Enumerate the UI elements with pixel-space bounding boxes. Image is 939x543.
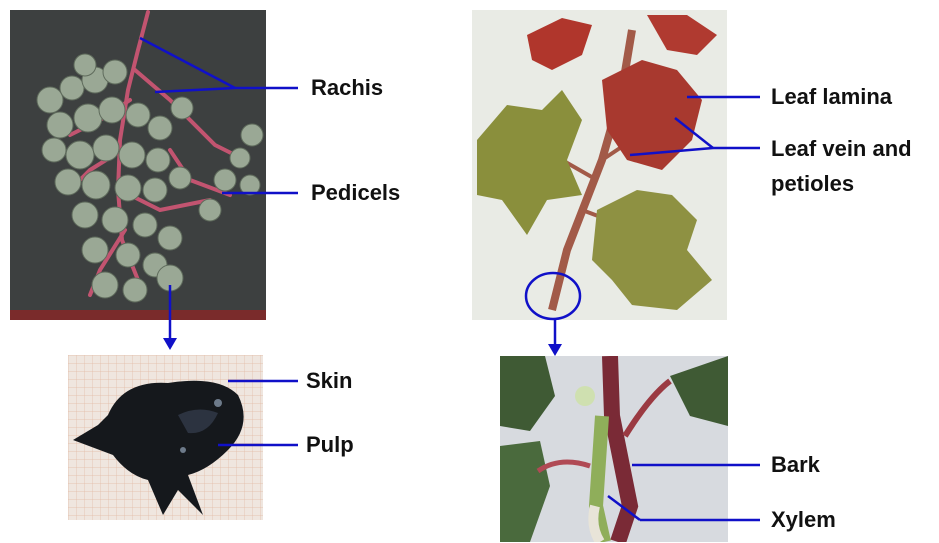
- shoot-section-illustration: [500, 356, 728, 542]
- pedicels-label: Pedicels: [311, 179, 400, 207]
- shoot-cross-section-photo: [500, 356, 728, 542]
- leaf-lamina-label: Leaf lamina: [771, 83, 892, 111]
- shoot-arrowhead: [548, 344, 562, 356]
- xylem-label: Xylem: [771, 506, 836, 534]
- grape-cluster-illustration: [10, 10, 266, 320]
- leaf-vein-label-line1: Leaf vein and: [771, 135, 912, 163]
- grapevine-shoot-photo: [472, 10, 727, 320]
- grape-berry-illustration: [68, 355, 263, 520]
- grapevine-shoot-illustration: [472, 10, 727, 320]
- leaf-vein-label-line2: petioles: [771, 170, 854, 198]
- pulp-label: Pulp: [306, 431, 354, 459]
- grape-cluster-photo: [10, 10, 266, 320]
- bark-label: Bark: [771, 451, 820, 479]
- grape-arrowhead: [163, 338, 177, 350]
- grape-berry-dissected-photo: [68, 355, 263, 520]
- skin-label: Skin: [306, 367, 352, 395]
- rachis-label: Rachis: [311, 74, 383, 102]
